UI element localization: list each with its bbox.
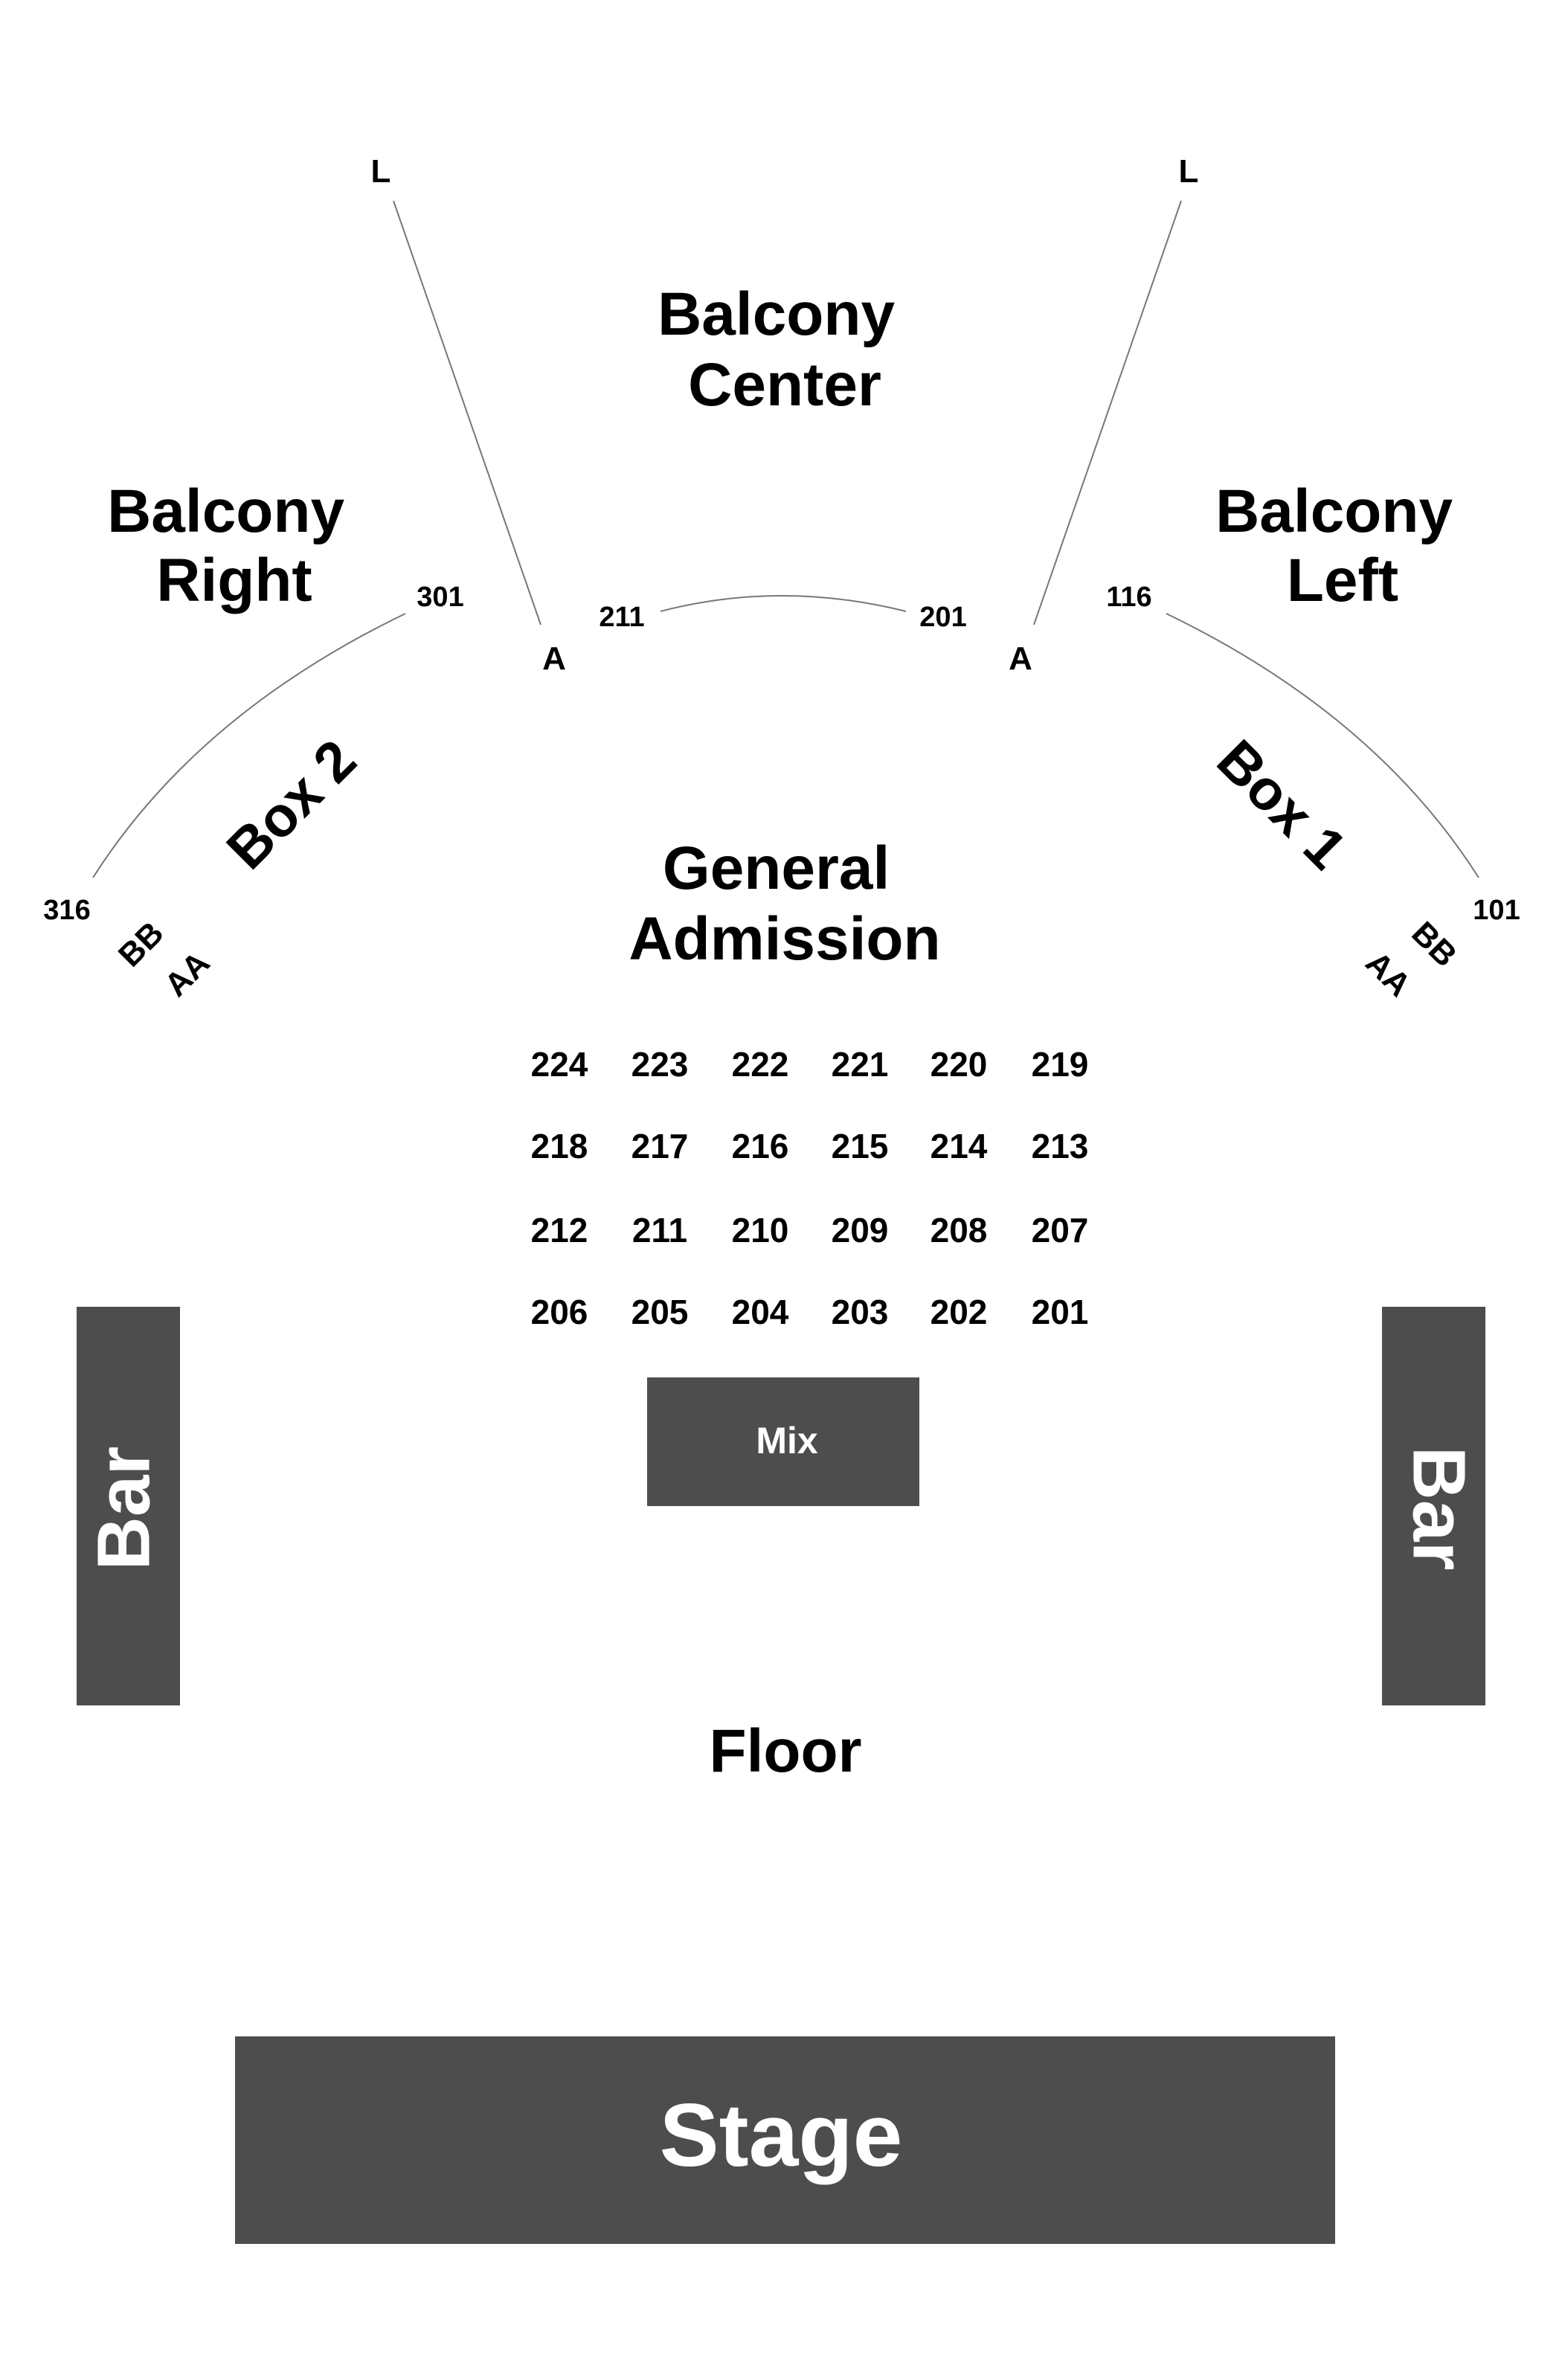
seat-label-316: 316 [43,895,90,926]
bar-right-label: Bar [1398,1447,1481,1571]
bar-right-block[interactable] [1382,1307,1485,1705]
box-2-label[interactable]: Box 2 [215,728,368,881]
bar-left-label: Bar [82,1447,165,1571]
general-admission-title[interactable]: General Admission [629,834,940,973]
ga-seat-223[interactable]: 223 [631,1045,689,1084]
bar-right[interactable]: Bar [1382,1307,1485,1705]
ga-seat-221[interactable]: 221 [832,1045,889,1084]
balcony-center-title-line2: Center [688,351,881,419]
row-label-right-bottom: A [1009,640,1032,677]
general-admission-title-line2: Admission [629,905,940,973]
balcony-right-title-line2: Right [156,547,312,614]
mix-block[interactable] [647,1377,919,1506]
seat-label-101: 101 [1473,895,1520,926]
balcony-right-title-line1: Balcony [107,477,344,545]
box-2-row-bb: BB [112,915,171,974]
ga-seat-207[interactable]: 207 [1032,1211,1089,1250]
seat-label-116: 116 [1106,582,1151,613]
bar-left-block[interactable] [77,1307,180,1705]
balcony-center-arc [660,595,907,612]
balcony-right-title[interactable]: Balcony Right [107,477,361,614]
ga-seat-201[interactable]: 201 [1032,1293,1089,1331]
ga-seat-211[interactable]: 211 [632,1211,687,1250]
seat-label-211-balcony: 211 [599,602,644,633]
general-admission-title-line1: General [663,834,890,902]
ga-seat-209[interactable]: 209 [832,1211,889,1250]
box-1-row-aa: AA [1358,945,1418,1004]
ga-seat-215[interactable]: 215 [832,1127,889,1165]
left-aisle-line [393,200,541,625]
ga-seat-214[interactable]: 214 [931,1127,988,1165]
ga-seat-216[interactable]: 216 [732,1127,789,1165]
ga-seat-219[interactable]: 219 [1032,1045,1089,1084]
box-1-row-bb: BB [1404,915,1464,974]
stage[interactable]: Stage [235,2036,1335,2244]
box-2-row-aa: AA [158,945,217,1004]
balcony-left-arc [1166,613,1479,878]
box-1-label[interactable]: Box 1 [1205,728,1358,881]
ga-seat-210[interactable]: 210 [732,1211,789,1250]
balcony-center-title[interactable]: Balcony Center [658,280,912,419]
bar-left[interactable]: Bar [77,1307,180,1705]
ga-seat-grid: 224 223 222 221 220 219 218 217 216 215 214 213 212 2… [531,1045,1089,1331]
mix-position[interactable]: Mix [647,1377,919,1506]
mix-label: Mix [756,1420,818,1461]
floor-title[interactable]: Floor [710,1717,862,1785]
seat-label-301: 301 [417,582,463,613]
ga-seat-218[interactable]: 218 [531,1127,588,1165]
ga-seat-222[interactable]: 222 [732,1045,789,1084]
row-label-left-top: L [371,153,391,190]
ga-seat-212[interactable]: 212 [531,1211,588,1250]
row-label-right-top: L [1179,153,1199,190]
ga-seat-202[interactable]: 202 [931,1293,988,1331]
stage-label: Stage [660,2085,903,2185]
ga-seat-206[interactable]: 206 [531,1293,588,1331]
ga-seat-217[interactable]: 217 [631,1127,689,1165]
balcony-right-arc [92,613,406,878]
balcony-left-title[interactable]: Balcony Left [1215,477,1470,614]
ga-seat-208[interactable]: 208 [931,1211,988,1250]
right-aisle-line [1033,200,1182,625]
seat-label-201-balcony: 201 [919,602,966,633]
row-label-left-bottom: A [542,640,566,677]
ga-seat-224[interactable]: 224 [531,1045,588,1084]
ga-seat-205[interactable]: 205 [631,1293,689,1331]
balcony-left-title-line1: Balcony [1215,477,1453,545]
ga-seat-204[interactable]: 204 [732,1293,789,1331]
balcony-left-title-line2: Left [1287,547,1398,614]
ga-seat-213[interactable]: 213 [1032,1127,1089,1165]
ga-seat-220[interactable]: 220 [931,1045,988,1084]
stage-block[interactable] [235,2036,1335,2244]
balcony-center-title-line1: Balcony [658,280,895,348]
ga-seat-203[interactable]: 203 [832,1293,889,1331]
